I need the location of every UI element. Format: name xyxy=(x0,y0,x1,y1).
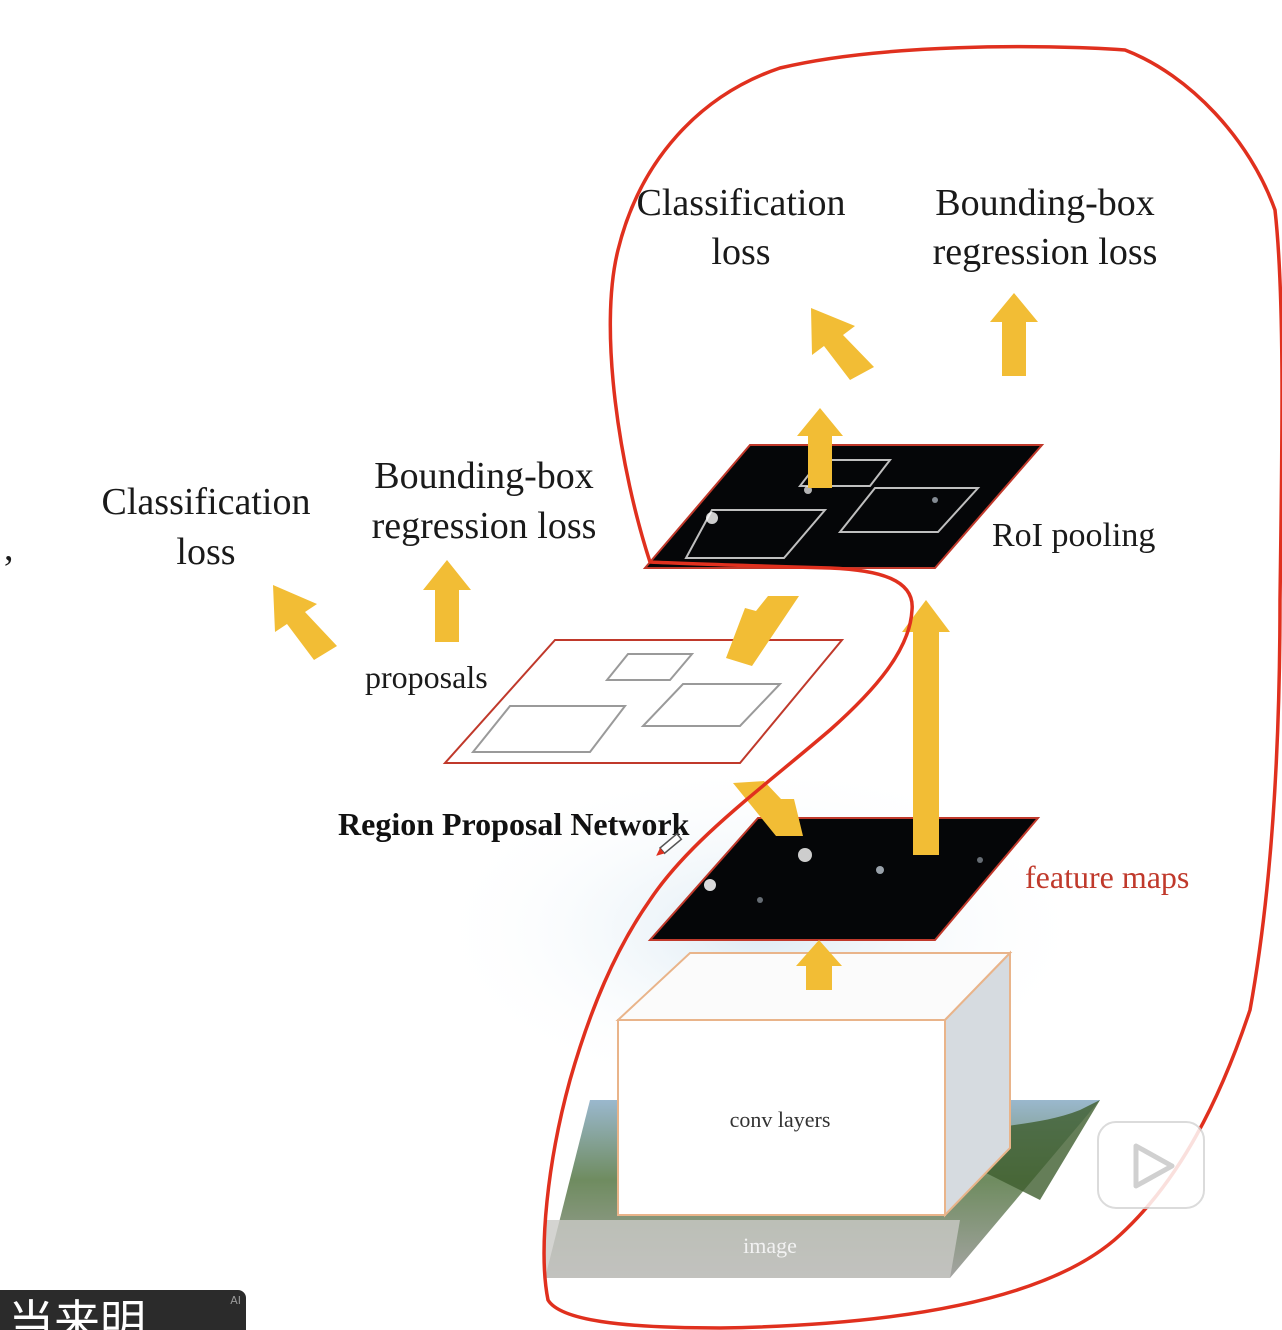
proposal-box xyxy=(470,705,628,753)
top-bbox-loss-line1: Bounding-box xyxy=(935,182,1155,224)
proposal-box xyxy=(604,653,695,681)
arrows xyxy=(273,293,1038,990)
subtitle-caption: 当来明 AI xyxy=(0,1290,246,1330)
stray-comma: , xyxy=(4,527,14,569)
arrow-up-icon xyxy=(902,600,950,855)
rpn-classification-loss-line1: Classification xyxy=(102,481,311,523)
image-label: image xyxy=(743,1233,797,1258)
proposal-box xyxy=(640,683,783,727)
top-classification-loss-line1: Classification xyxy=(637,182,846,224)
feature-maps-label: feature maps xyxy=(1025,859,1189,895)
arrow-up-icon xyxy=(423,560,471,642)
proposals-plane xyxy=(442,639,845,764)
bilibili-tv-icon[interactable] xyxy=(1097,1104,1205,1209)
proposals-label: proposals xyxy=(365,659,488,695)
arrow-up-left-icon xyxy=(811,308,874,380)
rpn-bbox-loss-line2: regression loss xyxy=(372,505,597,547)
arrow-up-left-icon xyxy=(273,585,337,660)
conv-layers-label: conv layers xyxy=(730,1107,831,1132)
feature-maps-plane xyxy=(647,817,1041,941)
top-classification-loss-line2: loss xyxy=(711,231,770,273)
rpn-label: Region Proposal Network xyxy=(338,806,690,842)
top-bbox-loss-line2: regression loss xyxy=(933,231,1158,273)
roi-pooling-label: RoI pooling xyxy=(992,517,1155,554)
red-annotation-outline xyxy=(542,44,1282,1330)
ai-badge: AI xyxy=(230,1294,241,1307)
rpn-bbox-loss-line1: Bounding-box xyxy=(374,455,594,497)
arrow-up-right-icon xyxy=(726,596,799,666)
caption-text: 当来明 xyxy=(8,1295,146,1330)
roi-pooling-plane xyxy=(642,444,1045,569)
pen-cursor-icon xyxy=(656,832,683,856)
arrow-up-icon xyxy=(796,940,842,990)
conv-layers-box: conv layers xyxy=(615,950,1013,1218)
arrow-up-icon xyxy=(990,293,1038,376)
rpn-classification-loss-line2: loss xyxy=(176,531,235,573)
arrow-up-icon xyxy=(797,408,843,488)
